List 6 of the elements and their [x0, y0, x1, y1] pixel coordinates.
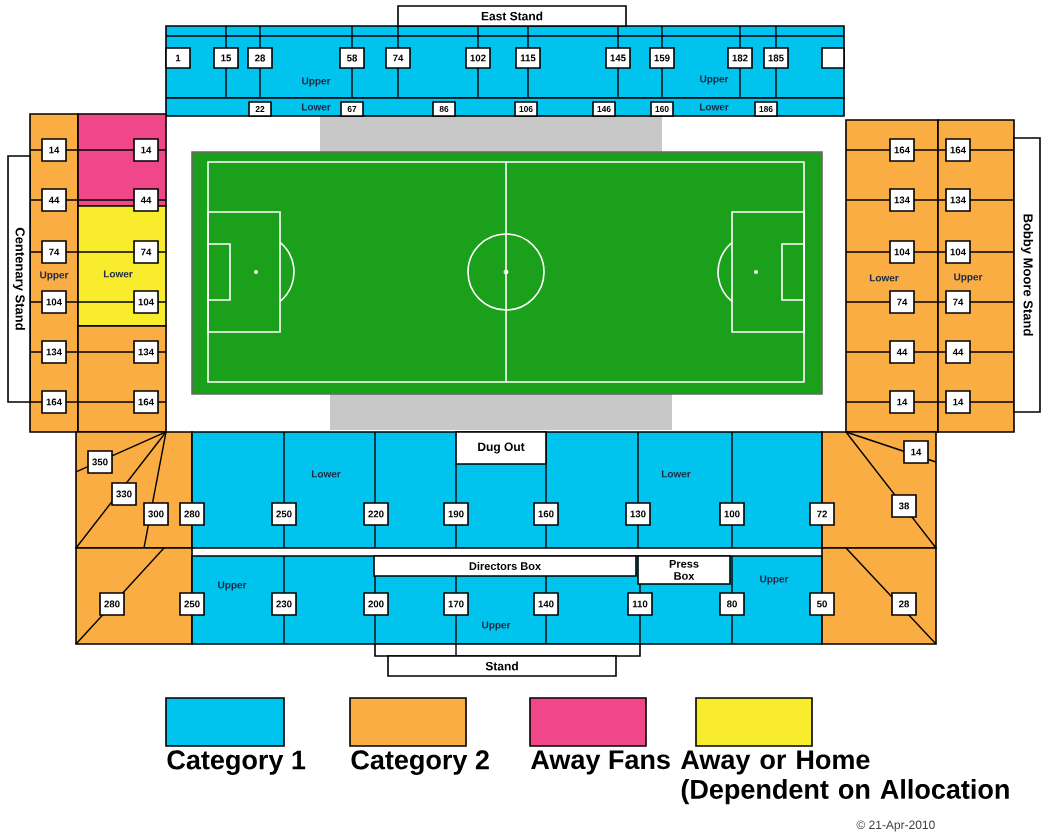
seating-section [821, 547, 937, 645]
legend-text: Category 2 [351, 750, 489, 775]
empty-box [821, 47, 845, 69]
legend-text: Category 1 [167, 750, 306, 775]
legend-text: Away or Home (Dependent on Allocation [681, 750, 1009, 805]
legend-text: Away Fans [531, 750, 670, 775]
